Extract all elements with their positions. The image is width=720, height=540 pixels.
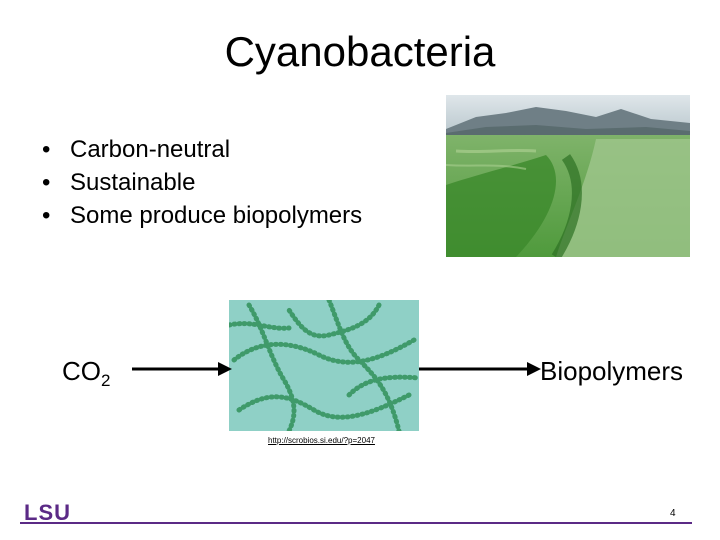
cyanobacteria-microscope-photo <box>229 300 419 431</box>
biopolymers-label: Biopolymers <box>540 356 684 386</box>
algae-bloom-lake-photo <box>446 95 690 257</box>
bullet-item: • Some produce biopolymers <box>42 199 362 232</box>
bullet-text: Some produce biopolymers <box>70 202 363 229</box>
input-arrow-icon <box>132 362 232 376</box>
co2-label: CO2 <box>62 356 111 390</box>
bullet-text: Sustainable <box>70 169 196 196</box>
bullet-marker: • <box>42 136 51 163</box>
svg-text:LSU: LSU <box>24 500 71 522</box>
bullet-item: • Sustainable <box>42 166 362 199</box>
page-number: 4 <box>670 508 676 519</box>
bullet-list: • Carbon-neutral • Sustainable • Some produ… <box>42 133 362 232</box>
bullet-text: Carbon-neutral <box>70 136 231 163</box>
image-source-link[interactable]: http://scrobios.si.edu/?p=2047 <box>268 436 375 445</box>
co2-subscript: 2 <box>101 371 111 390</box>
output-arrow-icon <box>419 362 541 376</box>
bullet-marker: • <box>42 169 51 196</box>
slide-title: Cyanobacteria <box>224 28 496 75</box>
bullet-item: • Carbon-neutral <box>42 133 362 166</box>
bullet-marker: • <box>42 202 51 229</box>
footer-divider <box>20 522 692 524</box>
lsu-logo: LSU <box>24 500 71 522</box>
